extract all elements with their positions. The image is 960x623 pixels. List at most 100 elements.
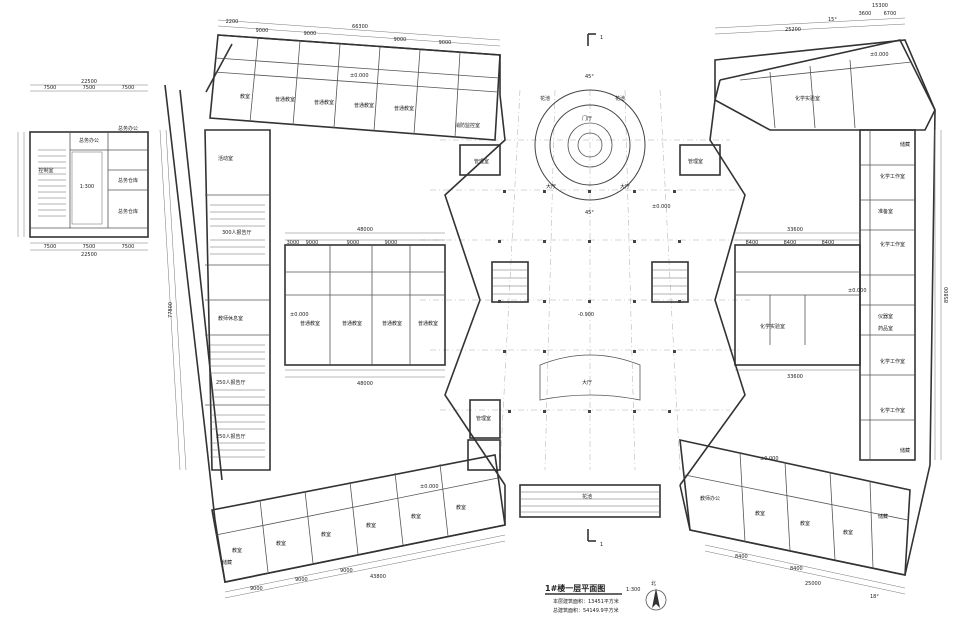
- wing-mid-left: 48000 3000 9000 9000 9000 48000 普通教室 普通教…: [284, 227, 446, 387]
- dim-right-d: 25200: [785, 27, 801, 33]
- room-mgmt-b: 管理室: [688, 158, 703, 165]
- dim-inset-a2: 7500: [44, 244, 57, 250]
- room-flower-c: 花池: [582, 493, 592, 500]
- inset-plan: 22500 7500 7500 7500 7500 7500 7500 2250…: [17, 79, 149, 258]
- room-gate-hall: 门厅: [582, 115, 592, 122]
- room-hall-250b: 250人报告厅: [216, 433, 246, 440]
- dim-right-b: 3600: [859, 11, 872, 17]
- stair-treads: [492, 269, 688, 295]
- room-instrument: 仪器室: [878, 313, 893, 320]
- room-storage-d: 储藏: [878, 513, 888, 520]
- room-cls-bot-5: 教室: [411, 513, 421, 520]
- room-medicine: 药品室: [878, 325, 893, 332]
- elev-bot-right: ±0.000: [760, 456, 779, 462]
- room-chem-work-c: 化学工作室: [880, 358, 905, 365]
- plan-scale: 1:300: [626, 587, 640, 593]
- dim-mid-left-b: 9000: [306, 240, 319, 246]
- entry-treads: [520, 491, 660, 513]
- stair-right: [651, 261, 689, 303]
- dim-top-left-c: 9000: [304, 31, 317, 37]
- dim-mid-left-total: 48000: [357, 227, 373, 233]
- dim-top-left-a: 2200: [226, 19, 239, 25]
- room-prep: 准备室: [878, 208, 893, 215]
- section-mark-top: 1: [600, 35, 603, 41]
- dim-mid-right-a: 8400: [746, 240, 759, 246]
- plan-area-total: 总建筑面积：54149.9平方米: [553, 607, 619, 614]
- room-cls-top-2: 普通教室: [275, 96, 295, 103]
- room-lobby-c: 大厅: [582, 379, 592, 386]
- room-flower-a: 花池: [540, 95, 550, 102]
- wing-left: 77800 活动室 300人报告厅 教师休息室 250人报告厅 250人报告厅: [159, 129, 271, 471]
- room-lobby-a: 大厅: [546, 183, 556, 190]
- room-chem-work-d: 化学工作室: [880, 407, 905, 414]
- dim-mid-left-total2: 48000: [357, 381, 373, 387]
- wing-bottom-right: 8400 8400 25000 教师办公 教室 教室 教室 储藏 ±0.000 …: [679, 438, 911, 600]
- dim-inset-total2: 22500: [81, 252, 97, 258]
- elev-center: ±0.000: [652, 204, 671, 210]
- dim-mid-right-total: 33600: [787, 227, 803, 233]
- room-chem-work-b: 化学工作室: [880, 241, 905, 248]
- section-marks: 1 1: [587, 33, 603, 548]
- dim-top-left-b: 9000: [256, 28, 269, 34]
- room-chem-work-a: 化学工作室: [880, 173, 905, 180]
- angle-a2: 45°: [585, 210, 594, 216]
- room-cls-bot-2: 教室: [276, 540, 286, 547]
- rotunda-outer: [534, 89, 646, 201]
- exterior-walls: [164, 34, 936, 583]
- room-cls-top-3: 普通教室: [314, 99, 334, 106]
- entry-steps: [519, 484, 661, 518]
- stage-platform: [539, 354, 641, 401]
- dim-inset-b2: 7500: [83, 244, 96, 250]
- angle-a1: 45°: [585, 74, 594, 80]
- north-label: 北: [651, 580, 656, 587]
- room-flower-b: 花池: [615, 95, 625, 102]
- dim-bot-left-a: 9000: [250, 586, 263, 592]
- dim-top-left-total: 66300: [352, 24, 368, 30]
- dim-bot-left-c: 9000: [340, 568, 353, 574]
- room-cls-mid-4: 普通教室: [418, 320, 438, 327]
- inset-seating: [38, 149, 103, 225]
- room-cls-mid-2: 普通教室: [342, 320, 362, 327]
- title-block: 1#楼一层平面图 1:300 本层建筑面积：13451平方米 总建筑面积：541…: [545, 580, 667, 614]
- dim-inset-b: 7500: [83, 85, 96, 91]
- dim-top-left-e: 9000: [439, 40, 452, 46]
- wing-top-right: 25200 3600 6700 15300 化学实验室 ±0.000 15°: [714, 3, 936, 131]
- room-fire-ctrl: 消防监控室: [455, 122, 480, 129]
- dim-mid-left-d: 9000: [385, 240, 398, 246]
- room-storage-a: 储藏: [900, 141, 910, 148]
- wing-bottom-left: 9000 9000 9000 43800 教室 教室 教室 教室 教室 教室 ±…: [211, 454, 506, 599]
- dim-mid-right-c: 8400: [822, 240, 835, 246]
- dim-inset-c2: 7500: [122, 244, 135, 250]
- dim-bot-left-total: 43800: [370, 574, 386, 580]
- room-cls-mid-3: 普通教室: [382, 320, 402, 327]
- room-cls-bot-3: 教室: [321, 531, 331, 538]
- seating-rows: [210, 204, 265, 458]
- dim-right-total: 85800: [944, 287, 950, 303]
- dim-inset-a: 7500: [44, 85, 57, 91]
- dim-mid-left-a: 3000: [287, 240, 300, 246]
- room-cls-bot-1: 教室: [232, 547, 242, 554]
- central-hall: 门厅 大厅 大厅 大厅 花池 花池 花池 管理室 管理室 管理室 -0.900 …: [444, 74, 746, 518]
- dim-left-vert-total: 77800: [168, 302, 174, 318]
- dim-mid-right-b: 8400: [784, 240, 797, 246]
- stair-left: [491, 261, 529, 303]
- dim-bot-right-b: 8400: [790, 566, 803, 572]
- room-office-a: 教师办公: [700, 495, 720, 502]
- room-chem-lab2: 化学实验室: [760, 323, 785, 330]
- elev-top-left: ±0.000: [350, 73, 369, 79]
- room-cls-top-5: 普通教室: [394, 105, 414, 112]
- elev-bot-left: ±0.000: [420, 484, 439, 490]
- room-cls-bot-6: 教室: [456, 504, 466, 511]
- room-teacher-rest: 教师休息室: [218, 315, 243, 322]
- room-storage-c: 储藏: [222, 559, 232, 566]
- plan-area-site: 本层建筑面积：13451平方米: [553, 598, 619, 605]
- dim-bot-left-b: 9000: [295, 577, 308, 583]
- dim-inset-total: 22500: [81, 79, 97, 85]
- wing-mid-right: 33600 8400 8400 8400 33600 化学实验室 ±0.000: [734, 227, 867, 380]
- inset-room-4: 总务仓库: [118, 177, 138, 184]
- elev-top-right: ±0.000: [870, 52, 889, 58]
- room-cls-top-1: 教室: [240, 93, 250, 100]
- room-hall-250a: 250人报告厅: [216, 379, 246, 386]
- elev-main: -0.900: [578, 312, 594, 318]
